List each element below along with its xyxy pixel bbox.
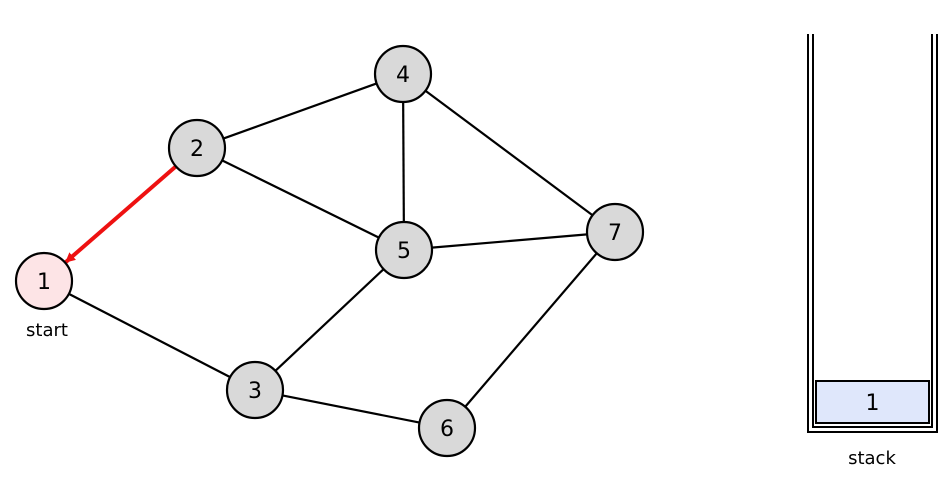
edge-2-1-highlighted-arrow <box>64 164 178 264</box>
node-2: 2 <box>167 118 227 178</box>
edge-4-5 <box>402 101 405 223</box>
node-7: 7 <box>585 202 645 262</box>
edge-6-7 <box>464 252 598 408</box>
node-3-label: 3 <box>248 379 262 404</box>
node-3: 3 <box>225 360 285 420</box>
stack-container: 1 stack <box>807 34 938 469</box>
start-label: start <box>26 320 68 341</box>
stack-items: 1 <box>815 380 930 424</box>
node-3-circle <box>225 360 285 420</box>
stack-item-label: 1 <box>866 391 880 416</box>
node-7-circle <box>585 202 645 262</box>
node-5: 5 <box>374 220 434 280</box>
stack-inner-wall <box>812 34 933 428</box>
node-6-circle <box>417 398 477 458</box>
edge-2-5 <box>221 159 380 239</box>
stack-item: 1 <box>815 380 930 424</box>
edge-4-7 <box>424 89 594 217</box>
node-5-label: 5 <box>397 239 411 264</box>
edge-2-4 <box>222 82 378 140</box>
edge-5-3 <box>274 268 385 372</box>
node-1: 1 <box>14 251 74 311</box>
nodes: 1 2 3 4 5 6 7 <box>14 44 645 458</box>
edge-3-6 <box>282 394 420 424</box>
node-4: 4 <box>373 44 433 104</box>
stack-label: stack <box>848 448 896 469</box>
edges <box>64 82 598 424</box>
stack-outer-wall <box>807 34 938 433</box>
node-4-circle <box>373 44 433 104</box>
node-6-label: 6 <box>440 417 454 442</box>
node-2-label: 2 <box>190 137 204 162</box>
node-2-circle <box>167 118 227 178</box>
node-1-label: 1 <box>37 270 51 295</box>
node-7-label: 7 <box>608 221 622 246</box>
node-4-label: 4 <box>396 63 410 88</box>
edge-5-7 <box>431 233 588 249</box>
edge-1-3 <box>68 292 231 379</box>
stack-item-box <box>815 380 930 424</box>
node-5-circle <box>374 220 434 280</box>
node-1-circle <box>14 251 74 311</box>
node-6: 6 <box>417 398 477 458</box>
